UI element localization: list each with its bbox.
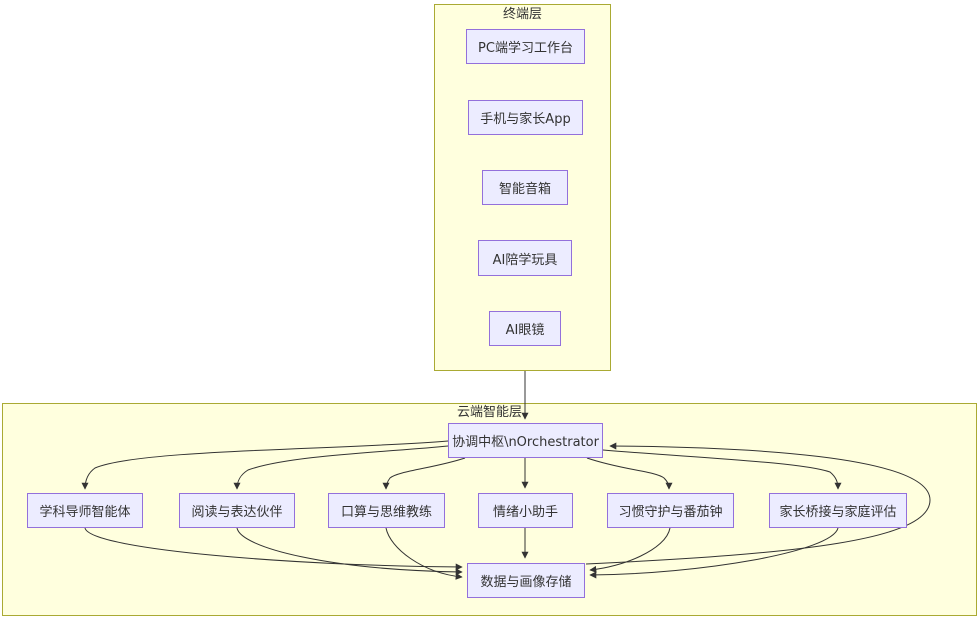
node-ai-glasses: AI眼镜 bbox=[489, 311, 561, 346]
node-ai-toy: AI陪学玩具 bbox=[478, 240, 572, 276]
node-pc-workbench-label: PC端学习工作台 bbox=[478, 41, 573, 56]
node-phone-parent-app: 手机与家长App bbox=[468, 100, 583, 135]
node-math-coach: 口算与思维教练 bbox=[328, 493, 445, 528]
node-parent-bridge: 家长桥接与家庭评估 bbox=[769, 493, 907, 528]
node-orchestrator: 协调中枢\nOrchestrator bbox=[448, 423, 603, 458]
node-habit-pomodoro-label: 习惯守护与番茄钟 bbox=[618, 505, 723, 520]
node-math-coach-label: 口算与思维教练 bbox=[340, 505, 432, 520]
node-parent-bridge-label: 家长桥接与家庭评估 bbox=[779, 505, 897, 520]
node-emotion-helper-label: 情绪小助手 bbox=[492, 505, 558, 520]
node-smart-speaker: 智能音箱 bbox=[482, 170, 568, 205]
node-reading-partner-label: 阅读与表达伙伴 bbox=[191, 505, 283, 520]
cluster-terminal-label: 终端层 bbox=[502, 7, 542, 22]
node-data-storage-label: 数据与画像存储 bbox=[480, 575, 572, 590]
node-phone-parent-app-label: 手机与家长App bbox=[480, 112, 571, 127]
node-ai-toy-label: AI陪学玩具 bbox=[492, 252, 558, 268]
node-orchestrator-label: 协调中枢\nOrchestrator bbox=[452, 435, 599, 450]
node-smart-speaker-label: 智能音箱 bbox=[498, 182, 551, 197]
cluster-cloud-label: 云端智能层 bbox=[456, 405, 522, 420]
node-subject-tutor-label: 学科导师智能体 bbox=[39, 505, 131, 520]
node-habit-pomodoro: 习惯守护与番茄钟 bbox=[607, 493, 734, 528]
node-subject-tutor: 学科导师智能体 bbox=[27, 493, 143, 528]
node-emotion-helper: 情绪小助手 bbox=[478, 493, 573, 528]
node-ai-glasses-label: AI眼镜 bbox=[505, 323, 545, 338]
node-data-storage: 数据与画像存储 bbox=[467, 563, 585, 598]
node-reading-partner: 阅读与表达伙伴 bbox=[179, 493, 295, 528]
node-pc-workbench: PC端学习工作台 bbox=[466, 29, 585, 64]
